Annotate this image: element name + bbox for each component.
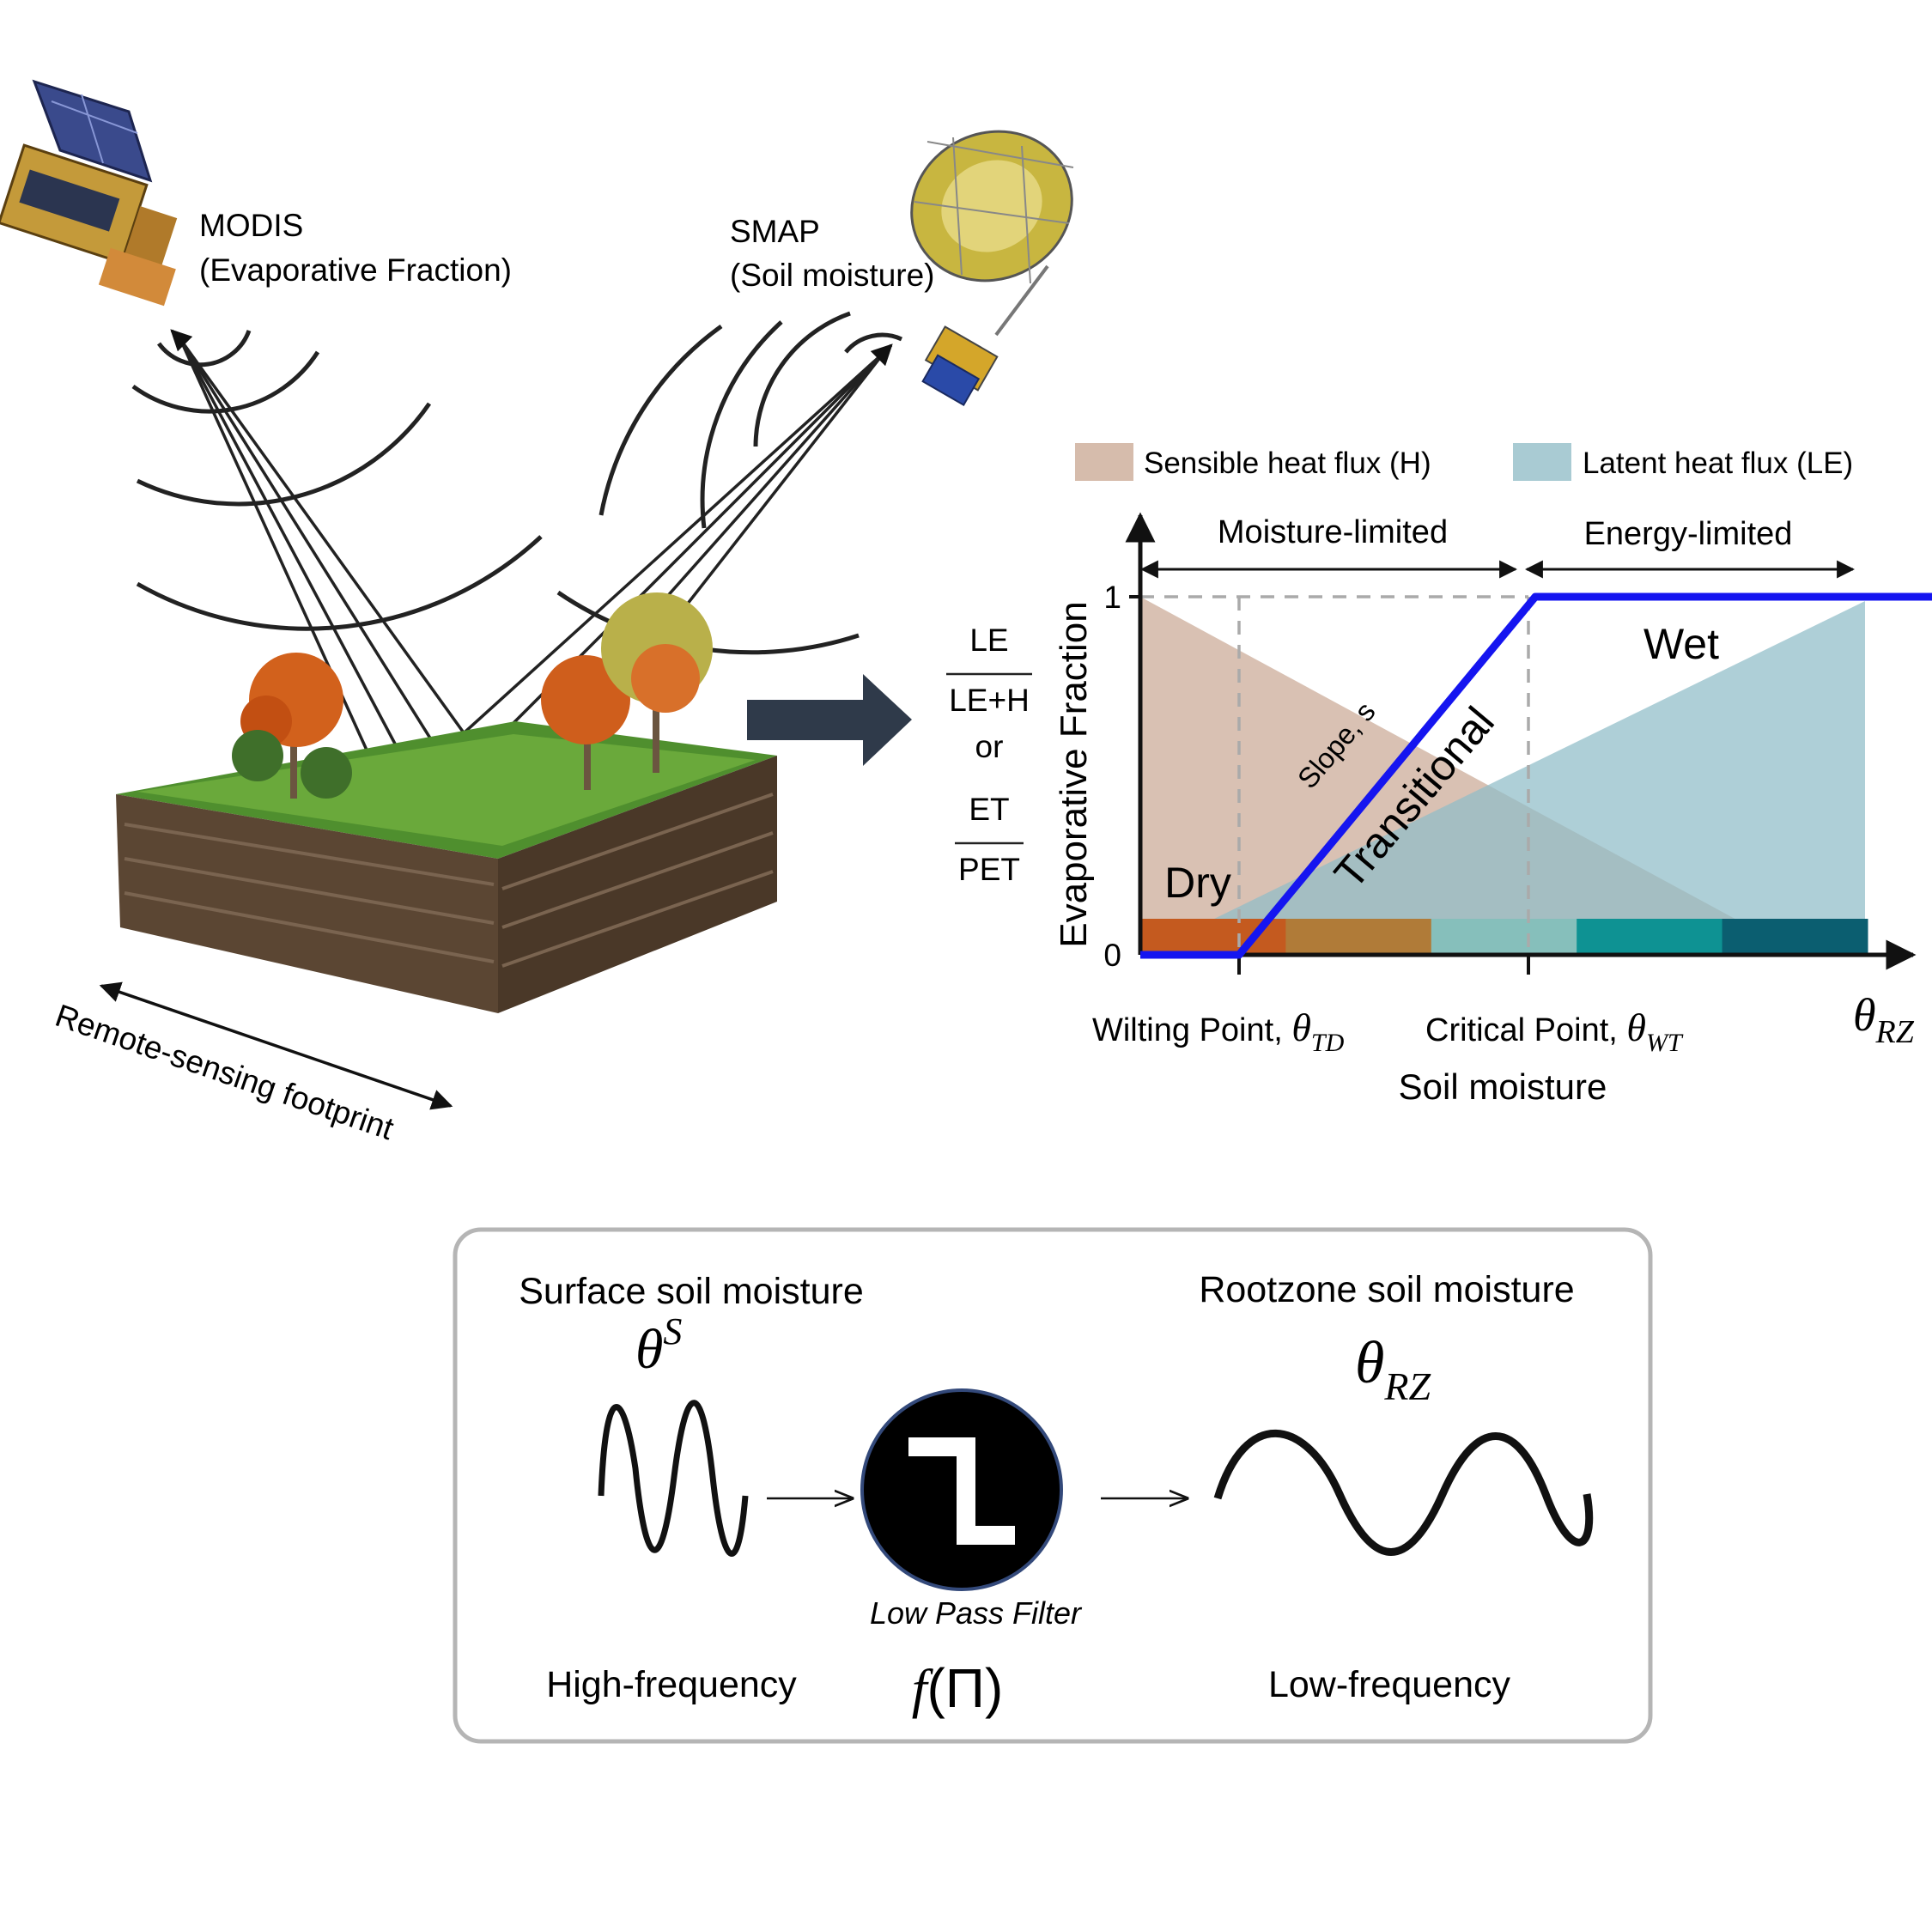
soil-block-icon bbox=[116, 721, 777, 1013]
legend-swatch-sensible bbox=[1075, 443, 1133, 481]
y-axis-label: Evaporative Fraction bbox=[1053, 601, 1095, 948]
smap-label: SMAP bbox=[730, 214, 820, 249]
modis-satellite-icon bbox=[0, 79, 178, 307]
legend-label-sensible: Sensible heat flux (H) bbox=[1144, 447, 1431, 480]
high-frequency-caption: High-frequency bbox=[546, 1664, 797, 1705]
ratio-num-et: ET bbox=[969, 792, 1009, 827]
ratio-labels: LE LE+H or ET PET bbox=[946, 623, 1032, 887]
zone-label-wet: Wet bbox=[1643, 620, 1719, 668]
moisture-bar-segment bbox=[1577, 919, 1723, 955]
moisture-bar-segment bbox=[1431, 919, 1577, 955]
rootzone-soil-moisture-title: Rootzone soil moisture bbox=[1199, 1269, 1574, 1310]
evaporative-fraction-line bbox=[1140, 592, 1932, 959]
guide-lines bbox=[1140, 595, 1530, 955]
ratio-num-le: LE bbox=[969, 623, 1008, 658]
rootzone-theta-symbol: θRZ bbox=[1355, 1330, 1431, 1408]
low-pass-filter-caption: Low Pass Filter bbox=[870, 1595, 1083, 1631]
low-pass-filter-panel: Surface soil moisture θS High-frequency … bbox=[453, 1227, 1653, 1744]
wilting-point-label: Wilting Point, θTD bbox=[1092, 1005, 1345, 1057]
low-pass-filter-icon bbox=[860, 1388, 1063, 1591]
y-tick-1: 1 bbox=[1103, 580, 1121, 615]
smap-desc: (Soil moisture) bbox=[730, 258, 935, 293]
tree-icon bbox=[541, 592, 713, 790]
critical-point-label: Critical Point, θWT bbox=[1425, 1005, 1684, 1057]
footprint-arrow bbox=[99, 981, 453, 1110]
latent-heat-area bbox=[1140, 601, 1865, 955]
low-frequency-wave-icon bbox=[1213, 1430, 1594, 1556]
zone-label-dry: Dry bbox=[1164, 859, 1231, 907]
x-axis-label: Soil moisture bbox=[1399, 1066, 1607, 1107]
tree-icon bbox=[232, 653, 352, 799]
high-frequency-wave-icon bbox=[598, 1400, 749, 1557]
moisture-bar-segment bbox=[1722, 919, 1868, 955]
footprint-label: Remote-sensing footprint bbox=[51, 998, 398, 1147]
surface-soil-moisture-title: Surface soil moisture bbox=[519, 1271, 864, 1312]
modis-signal-arcs-icon bbox=[131, 330, 543, 631]
surface-theta-symbol: θS bbox=[635, 1310, 682, 1381]
big-arrow-icon bbox=[747, 674, 912, 766]
remote-sensing-illustration: MODIS (Evaporative Fraction) SMAP (Soil … bbox=[0, 79, 1074, 1147]
regime-label-energy-limited: Energy-limited bbox=[1584, 516, 1793, 552]
evaporative-fraction-chart: Sensible heat flux (H) Latent heat flux … bbox=[1053, 443, 1932, 1107]
modis-desc: (Evaporative Fraction) bbox=[199, 252, 512, 288]
smap-satellite-icon bbox=[910, 130, 1074, 406]
moisture-bar-segment bbox=[1285, 919, 1432, 955]
legend-label-latent: Latent heat flux (LE) bbox=[1583, 447, 1853, 480]
y-tick-0: 0 bbox=[1103, 938, 1121, 973]
modis-label: MODIS bbox=[199, 208, 303, 243]
legend-swatch-latent bbox=[1513, 443, 1571, 481]
filter-function-label: f(Π) bbox=[912, 1657, 1004, 1719]
low-frequency-caption: Low-frequency bbox=[1268, 1664, 1511, 1705]
ratio-or: or bbox=[975, 729, 1004, 764]
ratio-den-pet: PET bbox=[958, 852, 1020, 887]
ratio-den-leh: LE+H bbox=[949, 683, 1030, 718]
regime-label-moisture-limited: Moisture-limited bbox=[1218, 514, 1448, 550]
x-axis-theta-rz: θRZ bbox=[1853, 989, 1915, 1050]
